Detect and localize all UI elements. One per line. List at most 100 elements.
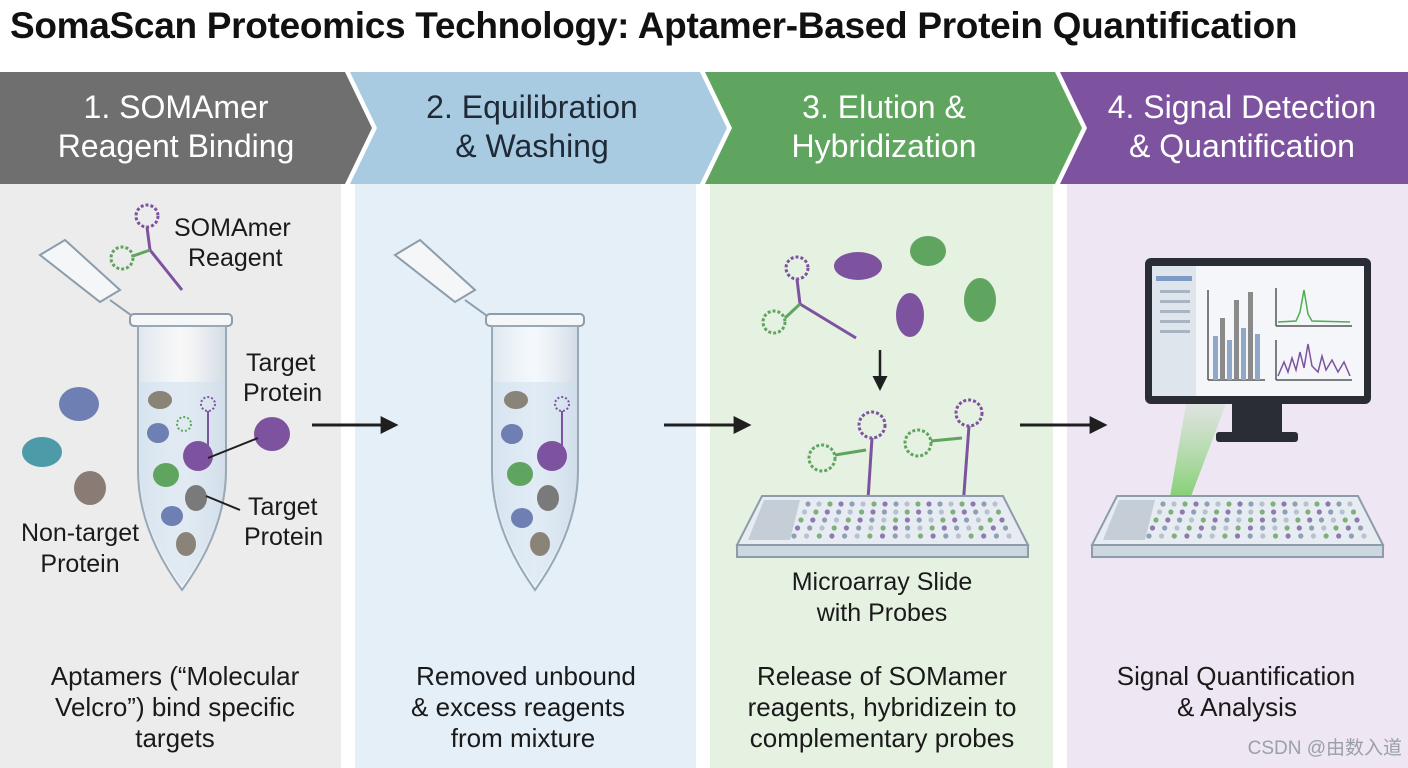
array-spot xyxy=(1184,533,1190,539)
array-spot xyxy=(1236,517,1242,523)
array-spot xyxy=(970,501,976,507)
step3-caption-line2: reagents, hybridizein to xyxy=(748,692,1017,722)
array-spot xyxy=(990,525,996,531)
array-spot xyxy=(1270,501,1276,507)
array-spot xyxy=(870,509,876,515)
step2-caption-line1: Removed unbound xyxy=(416,661,636,691)
step3-header-line1: 3. Elution & xyxy=(802,89,966,125)
array-spot xyxy=(881,517,887,523)
array-spot xyxy=(1247,533,1253,539)
array-spot xyxy=(926,501,932,507)
somamer-label-line2: Reagent xyxy=(188,244,283,272)
array-spot xyxy=(1247,525,1253,531)
microarray-slide xyxy=(735,495,1030,558)
step1-header-line2: Reagent Binding xyxy=(58,128,295,164)
array-spot xyxy=(1342,517,1348,523)
array-spot xyxy=(1182,501,1188,507)
array-spot xyxy=(1212,517,1218,523)
array-spot xyxy=(904,501,910,507)
array-spot xyxy=(1330,517,1336,523)
step4-header-line2: & Quantification xyxy=(1129,128,1355,164)
target-protein-2-line2: Protein xyxy=(244,523,323,551)
array-spot xyxy=(1006,533,1012,539)
array-spot xyxy=(867,533,873,539)
screen-bar-chart xyxy=(1207,290,1265,381)
array-spot xyxy=(1293,509,1299,515)
array-spot xyxy=(1260,525,1266,531)
array-spot xyxy=(882,501,888,507)
step4-header-line1: 4. Signal Detection xyxy=(1108,89,1377,125)
array-spot xyxy=(1191,509,1197,515)
protein-blobs-tube-1 xyxy=(147,391,216,556)
step2-header-line1: 2. Equilibration xyxy=(426,89,638,125)
array-spot xyxy=(1298,533,1304,539)
free-aptamer-icon xyxy=(761,255,857,340)
target-protein-1-line1: Target xyxy=(246,349,316,377)
array-spot xyxy=(868,525,874,531)
array-spot xyxy=(905,525,911,531)
array-spot xyxy=(1168,509,1174,515)
array-spot xyxy=(905,533,911,539)
array-spot xyxy=(1282,509,1288,515)
signal-beam xyxy=(1166,404,1226,520)
step3-header-line2: Hybridization xyxy=(792,128,977,164)
array-spot xyxy=(1146,533,1152,539)
array-spot xyxy=(833,517,840,523)
array-spot xyxy=(1153,517,1159,523)
array-spot xyxy=(1159,533,1165,539)
array-spot xyxy=(1361,533,1367,539)
array-spot xyxy=(984,509,990,515)
array-spot xyxy=(1214,509,1220,515)
array-spot xyxy=(1259,509,1265,515)
screen-line-charts xyxy=(1275,288,1352,381)
array-spot xyxy=(1305,509,1311,515)
array-spot xyxy=(1309,525,1315,531)
array-spot xyxy=(927,509,933,515)
step3-caption-line1: Release of SOMamer xyxy=(757,661,1007,691)
array-spot xyxy=(904,509,910,515)
array-spot xyxy=(1226,501,1232,507)
header-chevron-1 xyxy=(0,72,372,184)
array-spot xyxy=(831,525,837,531)
step1-caption-line3: targets xyxy=(135,723,215,753)
array-spot xyxy=(1307,517,1313,523)
target-protein-2-line1: Target xyxy=(248,493,318,521)
array-spot xyxy=(966,525,972,531)
array-spot xyxy=(916,517,922,523)
array-spot xyxy=(1271,509,1277,515)
array-spot xyxy=(807,525,813,531)
array-spot xyxy=(798,517,804,523)
array-spot xyxy=(854,533,860,539)
step4-caption-line2: & Analysis xyxy=(1177,692,1297,722)
array-spot xyxy=(1354,517,1360,523)
array-spot xyxy=(952,517,958,523)
array-spot xyxy=(938,509,945,515)
array-spot xyxy=(843,525,850,531)
array-spot xyxy=(975,517,982,523)
step4-caption-line1: Signal Quantification xyxy=(1117,661,1355,691)
array-spot xyxy=(1222,533,1228,539)
eluted-protein-blobs xyxy=(834,236,996,337)
array-spot xyxy=(856,525,862,531)
array-spot xyxy=(1248,517,1254,523)
array-spot xyxy=(1292,501,1298,507)
array-spot xyxy=(961,509,967,515)
somamer-aptamer-icon xyxy=(109,203,184,291)
array-spot xyxy=(981,501,987,507)
array-spot xyxy=(1225,509,1231,515)
array-spot xyxy=(857,517,863,523)
array-spot xyxy=(1211,525,1217,531)
array-spot xyxy=(973,509,979,515)
array-spot xyxy=(963,517,970,523)
array-spot xyxy=(838,501,844,507)
array-spot xyxy=(1285,533,1291,539)
array-spot xyxy=(1336,501,1342,507)
array-spot xyxy=(981,533,987,539)
array-spot xyxy=(859,509,865,515)
array-spot xyxy=(1339,509,1345,515)
array-spot xyxy=(1321,525,1327,531)
array-spot xyxy=(1174,525,1180,531)
array-spot xyxy=(860,501,866,507)
array-spot xyxy=(1271,517,1277,523)
